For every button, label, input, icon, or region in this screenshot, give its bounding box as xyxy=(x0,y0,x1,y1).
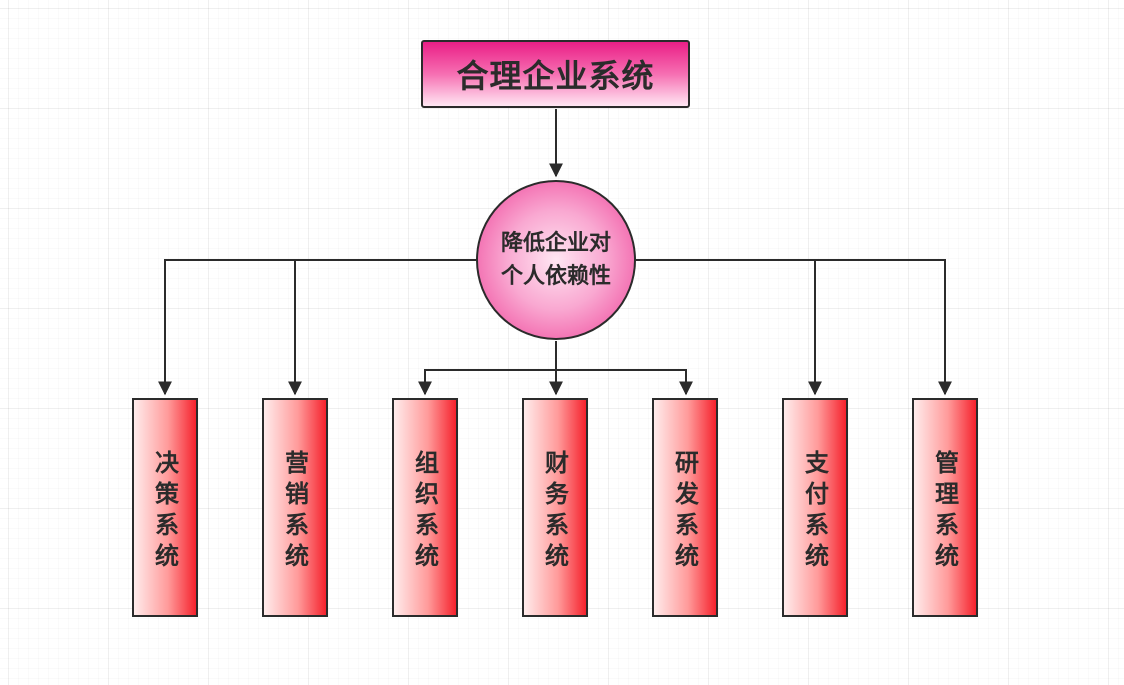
subsystem-node-finance: 财务系统 xyxy=(522,398,588,617)
subsystem-label: 支付系统 xyxy=(800,449,829,574)
connector-hub-to-management xyxy=(636,259,952,396)
subsystem-node-management: 管理系统 xyxy=(912,398,978,617)
subsystem-node-rnd: 研发系统 xyxy=(652,398,718,617)
subsystem-label: 财务系统 xyxy=(540,449,569,574)
root-node: 合理企业系统 xyxy=(421,40,690,108)
connector-hub-to-organization xyxy=(418,369,556,396)
hub-node-label: 降低企业对个人依赖性 xyxy=(500,231,611,289)
subsystem-label: 研发系统 xyxy=(670,449,699,574)
connector-hub-to-marketing xyxy=(288,259,476,396)
subsystem-node-decision: 决策系统 xyxy=(132,398,198,617)
subsystem-label: 管理系统 xyxy=(930,449,959,574)
subsystem-node-payment: 支付系统 xyxy=(782,398,848,617)
connector-hub-to-rnd xyxy=(556,369,693,396)
connector-hub-to-decision xyxy=(158,259,476,396)
subsystem-node-organization: 组织系统 xyxy=(392,398,458,617)
root-node-label: 合理企业系统 xyxy=(456,57,655,95)
hub-node: 降低企业对个人依赖性 xyxy=(476,180,636,340)
subsystem-label: 决策系统 xyxy=(150,449,179,574)
connector-hub-to-payment xyxy=(636,259,822,396)
subsystem-label: 营销系统 xyxy=(280,449,309,574)
subsystem-node-marketing: 营销系统 xyxy=(262,398,328,617)
subsystem-label: 组织系统 xyxy=(410,449,439,574)
